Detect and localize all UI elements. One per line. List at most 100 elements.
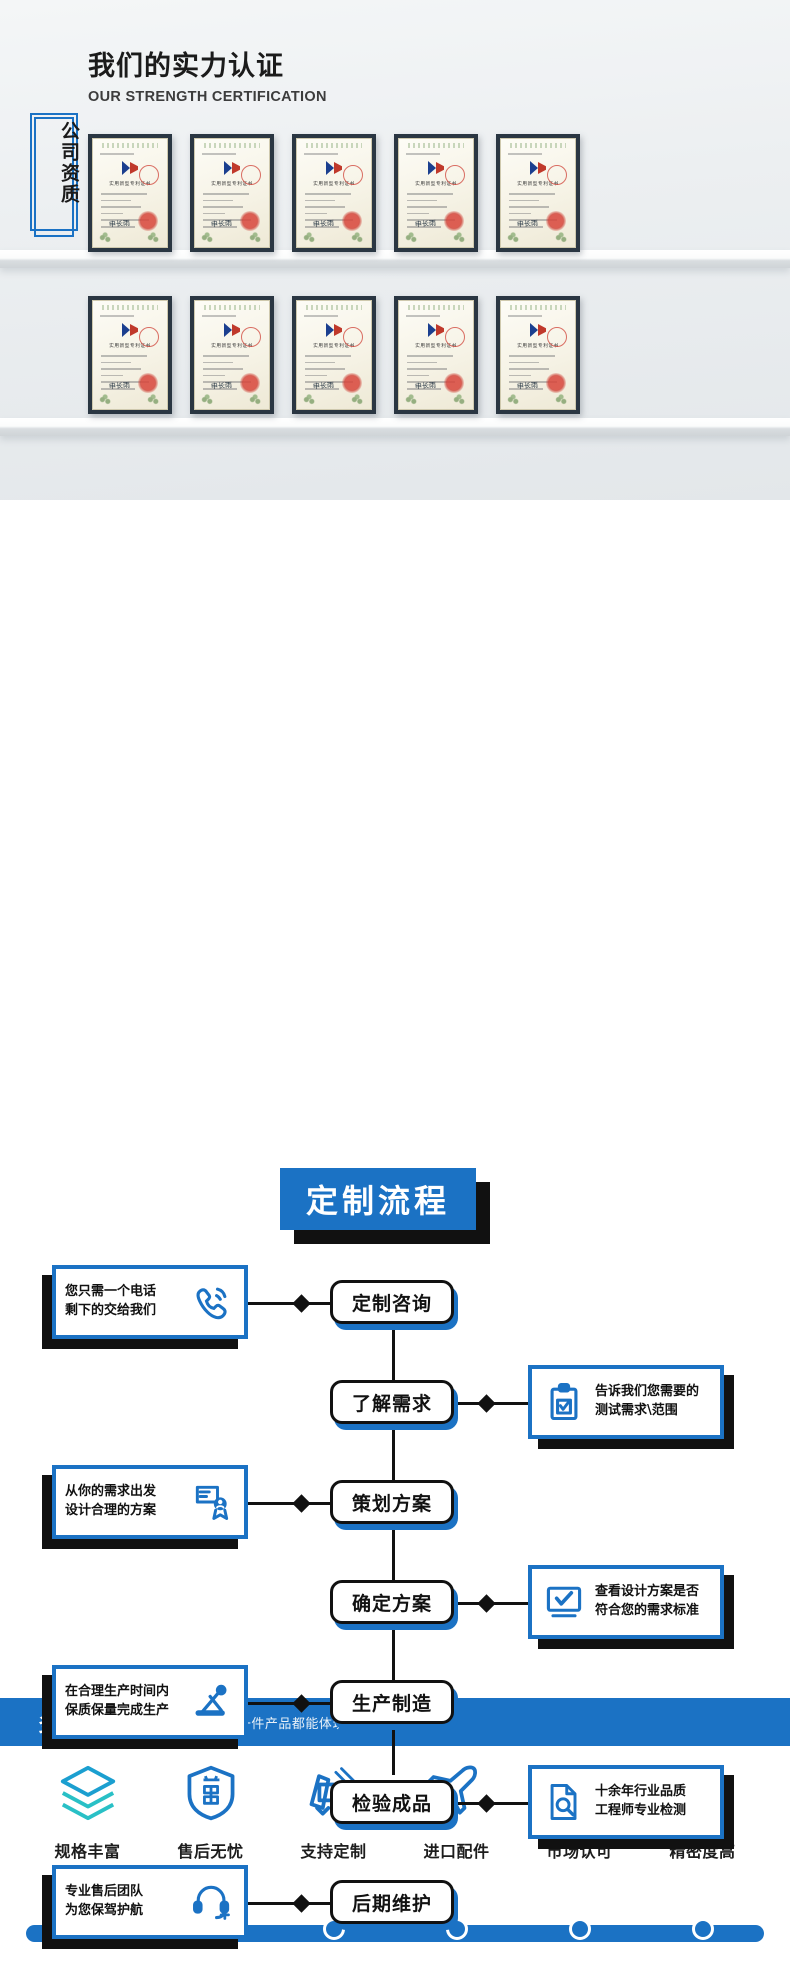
patent-emblem-icon <box>122 323 138 337</box>
patent-emblem-icon <box>326 323 342 337</box>
certificate-foliage-right-icon <box>349 387 367 405</box>
process-step-2[interactable]: 了解需求 <box>330 1380 458 1430</box>
feature-item-2: 售后无忧 <box>155 1760 267 1862</box>
page-title: 我们的实力认证 <box>88 51 284 82</box>
shield-sale-icon <box>181 1760 241 1826</box>
certificate-foliage-right-icon <box>145 387 163 405</box>
certificate-foliage-right-icon <box>349 225 367 243</box>
process-step-pill: 策划方案 <box>330 1480 454 1524</box>
process-step-pill: 定制咨询 <box>330 1280 454 1324</box>
feature-label: 售后无忧 <box>177 1842 244 1861</box>
certificate-title: 实用新型专利证书 <box>211 182 253 187</box>
certificate-foliage-left-icon <box>301 225 319 243</box>
certificate-seal-outline-icon <box>547 327 567 347</box>
certificate-serial-line <box>304 315 338 317</box>
certificate-foliage-right-icon <box>451 225 469 243</box>
process-step-3[interactable]: 策划方案 <box>330 1480 458 1530</box>
certificate-frame: 实用新型专利证书申长雨 <box>292 134 376 252</box>
process-info-card-text: 从你的需求出发 设计合理的方案 <box>65 1484 157 1518</box>
process-title-text: 定制流程 <box>305 1182 450 1220</box>
certificate-row-1: 实用新型专利证书申长雨实用新型专利证书申长雨实用新型专利证书申长雨实用新型专利证… <box>88 134 580 252</box>
process-step-label: 后期维护 <box>351 1892 432 1915</box>
process-step-pill: 了解需求 <box>330 1380 454 1424</box>
certificate-foliage-left-icon <box>97 225 115 243</box>
feature-bar-dot-5 <box>568 1918 591 1940</box>
certificate-serial-line <box>406 315 440 317</box>
certificate-border-ornament <box>203 143 261 148</box>
certification-heading: 我们的实力认证 OUR STRENGTH CERTIFICATION <box>88 44 327 105</box>
process-info-card-text: 在合理生产时间内 保质保量完成生产 <box>65 1684 170 1718</box>
certificate-seal-outline-icon <box>445 327 465 347</box>
process-info-card-box: 从你的需求出发 设计合理的方案 <box>52 1465 248 1539</box>
certificate-foliage-left-icon <box>199 387 217 405</box>
certificate-title: 实用新型专利证书 <box>109 344 151 349</box>
certification-section: 我们的实力认证 OUR STRENGTH CERTIFICATION 公司资质 … <box>0 0 790 500</box>
certificate-page: 实用新型专利证书申长雨 <box>398 300 474 410</box>
process-connector-diamond-4 <box>477 1594 496 1613</box>
certificate-page: 实用新型专利证书申长雨 <box>296 300 372 410</box>
process-step-5[interactable]: 生产制造 <box>330 1680 458 1730</box>
process-info-card-4: 查看设计方案是否 符合您的需求标准 <box>528 1565 734 1649</box>
process-info-card-text: 专业售后团队 为您保驾护航 <box>65 1884 144 1918</box>
patent-emblem-icon <box>224 161 240 175</box>
certificate-title: 实用新型专利证书 <box>313 344 355 349</box>
certificate-border-ornament <box>101 305 159 310</box>
process-step-label: 策划方案 <box>351 1492 432 1515</box>
certificate-seal-outline-icon <box>139 327 159 347</box>
certificate-serial-line <box>100 153 134 155</box>
feature-item-1: 规格丰富 <box>32 1760 144 1862</box>
certificate-page: 实用新型专利证书申长雨 <box>92 300 168 410</box>
process-step-6[interactable]: 检验成品 <box>330 1780 458 1830</box>
process-info-card-box: 十余年行业品质 工程师专业检测 <box>528 1765 724 1839</box>
certificate-page: 实用新型专利证书申长雨 <box>500 138 576 248</box>
certificate-frame: 实用新型专利证书申长雨 <box>496 134 580 252</box>
process-info-card-text: 告诉我们您需要的 测试需求\范围 <box>595 1384 700 1418</box>
certificate-frame: 实用新型专利证书申长雨 <box>496 296 580 414</box>
vertical-label-badge: 公司资质 <box>30 113 80 237</box>
process-connector-diamond-3 <box>292 1494 311 1513</box>
certificate-page: 实用新型专利证书申长雨 <box>194 300 270 410</box>
certificate-seal-outline-icon <box>445 165 465 185</box>
certificate-title: 实用新型专利证书 <box>415 344 457 349</box>
process-info-card-box: 在合理生产时间内 保质保量完成生产 <box>52 1665 248 1739</box>
process-spine <box>392 1320 395 1775</box>
process-step-pill: 确定方案 <box>330 1580 454 1624</box>
process-section: 定制流程 定制咨询了解需求策划方案确定方案生产制造检验成品后期维护 您只需一个电… <box>0 500 790 1949</box>
process-step-label: 定制咨询 <box>351 1292 432 1315</box>
certificate-title: 实用新型专利证书 <box>517 344 559 349</box>
certificate-border-ornament <box>509 305 567 310</box>
patent-emblem-icon <box>530 161 546 175</box>
process-step-1[interactable]: 定制咨询 <box>330 1280 458 1330</box>
certificate-border-ornament <box>509 143 567 148</box>
certificate-page: 实用新型专利证书申长雨 <box>92 138 168 248</box>
patent-emblem-icon <box>428 161 444 175</box>
headset-add-icon <box>189 1879 235 1925</box>
certificate-foliage-right-icon <box>451 387 469 405</box>
certificate-foliage-left-icon <box>403 387 421 405</box>
process-connector-3 <box>248 1502 330 1505</box>
certificate-serial-line <box>100 315 134 317</box>
certificate-title: 实用新型专利证书 <box>109 182 151 187</box>
layers-icon <box>57 1760 119 1826</box>
certificate-serial-line <box>508 315 542 317</box>
certificate-seal-outline-icon <box>241 165 261 185</box>
certificate-frame: 实用新型专利证书申长雨 <box>88 296 172 414</box>
process-step-7[interactable]: 后期维护 <box>330 1880 458 1930</box>
certificate-title: 实用新型专利证书 <box>211 344 253 349</box>
certificate-border-ornament <box>101 143 159 148</box>
vertical-label-outer-border <box>30 113 78 231</box>
certificate-seal-outline-icon <box>343 327 363 347</box>
machine-arm-icon <box>189 1679 235 1725</box>
certificate-body-lines <box>407 355 457 395</box>
process-step-label: 确定方案 <box>351 1592 432 1615</box>
process-info-card-3: 从你的需求出发 设计合理的方案 <box>42 1465 248 1549</box>
process-step-4[interactable]: 确定方案 <box>330 1580 458 1630</box>
process-connector-5 <box>248 1702 330 1705</box>
certificate-serial-line <box>202 153 236 155</box>
shelf-bottom <box>0 418 790 436</box>
page-subtitle: OUR STRENGTH CERTIFICATION <box>88 89 327 105</box>
process-connector-diamond-2 <box>477 1394 496 1413</box>
certificate-foliage-left-icon <box>403 225 421 243</box>
certificate-row-2: 实用新型专利证书申长雨实用新型专利证书申长雨实用新型专利证书申长雨实用新型专利证… <box>88 296 580 414</box>
clipboard-check-icon <box>541 1379 587 1425</box>
